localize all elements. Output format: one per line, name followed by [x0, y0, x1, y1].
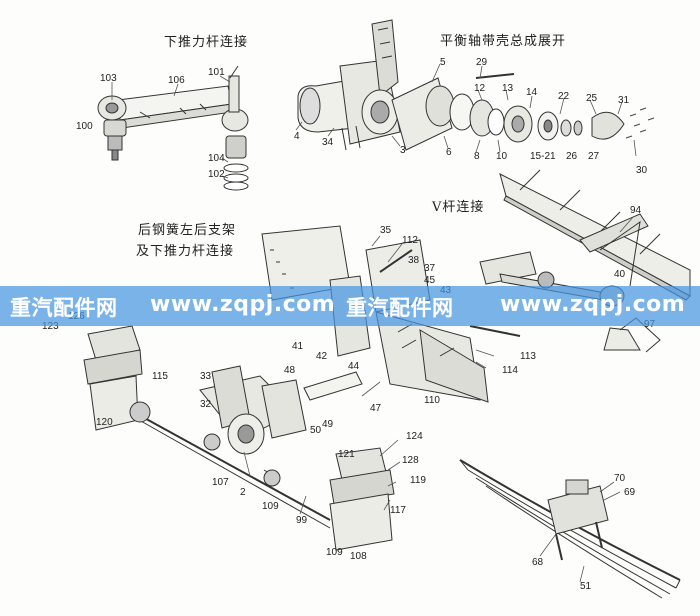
watermark-brand-repeat: 重汽配件网	[346, 296, 454, 320]
part-number-27: 27	[588, 151, 600, 162]
section-title-v-rod: V杆连接	[432, 200, 485, 215]
frame-bracket-assembly	[261, 225, 521, 403]
part-number-68: 68	[532, 557, 544, 568]
part-number-70: 70	[614, 473, 626, 484]
part-number-34: 34	[322, 137, 334, 148]
part-number-31: 31	[618, 95, 630, 106]
watermark-url: www.zqpj.com	[150, 292, 336, 317]
part-number-47: 47	[370, 403, 382, 414]
part-number-13: 13	[502, 83, 514, 94]
part-number-117: 117	[390, 505, 406, 516]
part-number-109-upper: 109	[262, 501, 279, 512]
part-number-40: 40	[614, 269, 626, 280]
section-title-rear-spring-bracket: 后钢簧左后支架	[138, 223, 237, 238]
part-number-51: 51	[580, 581, 592, 592]
part-number-107: 107	[212, 477, 229, 488]
watermark-banner: 重汽配件网 www.zqpj.com 重汽配件网 www.zqpj.com	[0, 286, 700, 326]
part-number-30: 30	[636, 165, 648, 176]
part-number-104: 104	[208, 153, 225, 164]
part-number-41: 41	[292, 341, 304, 352]
part-number-10: 10	[496, 151, 508, 162]
leaf-spring-assembly	[459, 459, 681, 599]
leader-lines	[111, 63, 637, 583]
part-number-29: 29	[476, 57, 488, 68]
part-number-3: 3	[400, 145, 406, 156]
part-number-102: 102	[208, 169, 225, 180]
part-number-25: 25	[586, 93, 598, 104]
part-number-124: 124	[406, 431, 423, 442]
part-number-22: 22	[558, 91, 570, 102]
part-number-121: 121	[338, 449, 355, 460]
part-number-113: 113	[520, 351, 536, 362]
part-number-101: 101	[208, 67, 225, 78]
watermark-url-repeat: www.zqpj.com	[500, 292, 686, 317]
part-number-94: 94	[630, 205, 642, 216]
part-number-50: 50	[310, 425, 322, 436]
part-number-119: 119	[410, 475, 426, 486]
part-number-4: 4	[294, 131, 300, 142]
part-number-112: 112	[402, 235, 418, 246]
part-number-5: 5	[440, 57, 446, 68]
part-number-100: 100	[76, 121, 93, 132]
part-number-109-lower: 109	[326, 547, 343, 558]
part-number-6: 6	[446, 147, 452, 158]
part-number-120: 120	[96, 417, 113, 428]
part-number-2: 2	[240, 487, 246, 498]
part-number-49: 49	[322, 419, 334, 430]
part-number-114: 114	[502, 365, 518, 376]
lower-thrust-rod-assembly	[97, 65, 249, 191]
part-number-35: 35	[380, 225, 392, 236]
part-number-48: 48	[284, 365, 296, 376]
rear-suspension-assembly	[83, 325, 395, 551]
part-number-15-21: 15-21	[530, 151, 556, 162]
part-number-32: 32	[200, 399, 212, 410]
part-number-45: 45	[424, 275, 436, 286]
section-title-lower-thrust-rod: 下推力杆连接	[164, 35, 249, 50]
section-title-rear-spring-bracket-line2: 及下推力杆连接	[136, 244, 235, 259]
part-number-108: 108	[350, 551, 367, 562]
part-number-12: 12	[474, 83, 486, 94]
part-number-26: 26	[566, 151, 578, 162]
part-number-14: 14	[526, 87, 538, 98]
part-number-128: 128	[402, 455, 419, 466]
part-number-33: 33	[200, 371, 212, 382]
balance-shaft-housing-assembly	[297, 19, 655, 151]
part-number-38: 38	[408, 255, 420, 266]
part-number-37: 37	[424, 263, 436, 274]
part-number-110: 110	[424, 395, 440, 406]
part-number-103: 103	[100, 73, 117, 84]
watermark-brand: 重汽配件网	[10, 296, 118, 320]
part-number-99: 99	[296, 515, 308, 526]
part-number-115: 115	[152, 371, 168, 382]
part-number-8: 8	[474, 151, 480, 162]
part-number-123: 123	[42, 321, 59, 332]
part-number-69: 69	[624, 487, 636, 498]
part-number-44: 44	[348, 361, 360, 372]
part-number-42: 42	[316, 351, 328, 362]
part-number-106: 106	[168, 75, 185, 86]
section-title-balance-shaft-housing: 平衡轴带壳总成展开	[440, 34, 567, 49]
